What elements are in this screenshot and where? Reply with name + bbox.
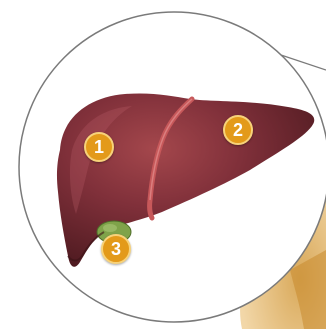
marker-3-gallbladder: 3 [101,234,131,264]
marker-2-left-lobe: 2 [223,115,253,145]
marker-1-right-lobe: 1 [84,132,114,162]
